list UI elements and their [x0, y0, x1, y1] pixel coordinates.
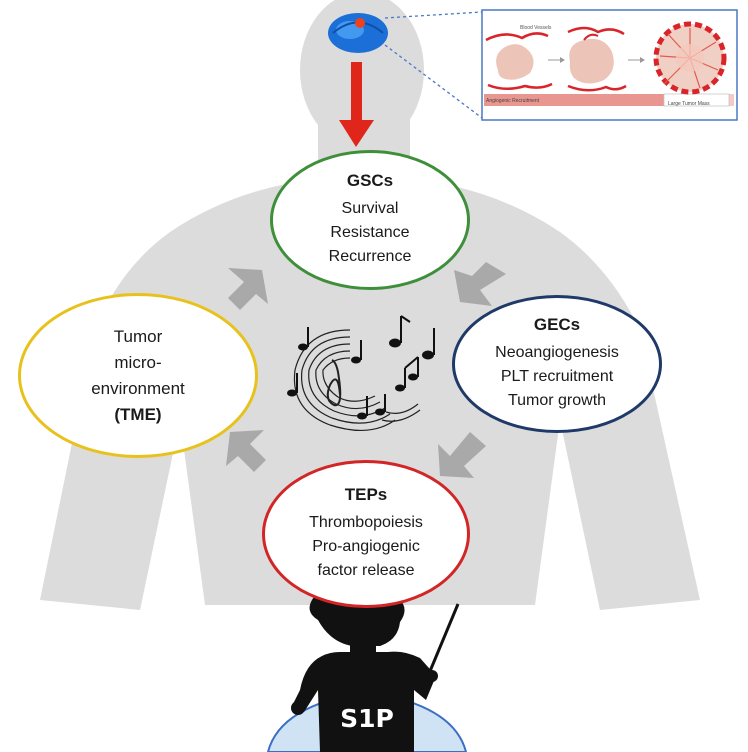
- tme-line-3: environment: [91, 378, 185, 398]
- tep-line-3: factor release: [317, 562, 415, 579]
- inset-vessels-label: Blood Vessels: [520, 25, 552, 31]
- tumor-stage-1: [485, 32, 553, 90]
- inset-caption-right: Large Tumor Mass: [668, 101, 710, 107]
- gec-line-3: Tumor growth: [507, 392, 607, 409]
- s1p-label: S1P: [340, 704, 394, 733]
- tme-line-1: Tumor: [113, 326, 163, 346]
- grey-arrow-icon: [226, 262, 506, 478]
- tep-node: TEPs Thrombopoiesis Pro-angiogenic facto…: [262, 460, 470, 608]
- tme-line-4: (TME): [114, 404, 162, 424]
- gsc-line-1: Survival: [341, 200, 399, 217]
- tme-node: Tumor micro- environment (TME): [18, 293, 258, 458]
- tep-title: TEPs: [344, 485, 388, 504]
- red-down-arrow-icon: [339, 62, 374, 147]
- inset-caption-left: Angiogenic Recruitment: [486, 98, 540, 104]
- gsc-line-3: Recurrence: [328, 248, 412, 265]
- gec-line-2: PLT recruitment: [500, 368, 614, 385]
- gsc-title: GSCs: [346, 171, 394, 190]
- gec-title: GECs: [533, 315, 581, 334]
- tumor-stage-2: [567, 26, 627, 92]
- conductor-icon: [266, 583, 468, 752]
- tep-line-1: Thrombopoiesis: [309, 514, 423, 531]
- tme-line-2: micro-: [114, 352, 162, 372]
- gec-node: GECs Neoangiogenesis PLT recruitment Tum…: [452, 295, 662, 433]
- gec-line-1: Neoangiogenesis: [495, 344, 619, 361]
- gsc-line-2: Resistance: [330, 224, 410, 241]
- tumor-growth-inset: [481, 9, 738, 121]
- gsc-node: GSCs Survival Resistance Recurrence: [270, 150, 470, 290]
- tep-line-2: Pro-angiogenic: [312, 538, 420, 555]
- inset-connector: [384, 11, 483, 119]
- brain-tumor-icon: [328, 13, 388, 53]
- music-notes-icon: [287, 315, 435, 432]
- tumor-stage-3: [653, 21, 727, 95]
